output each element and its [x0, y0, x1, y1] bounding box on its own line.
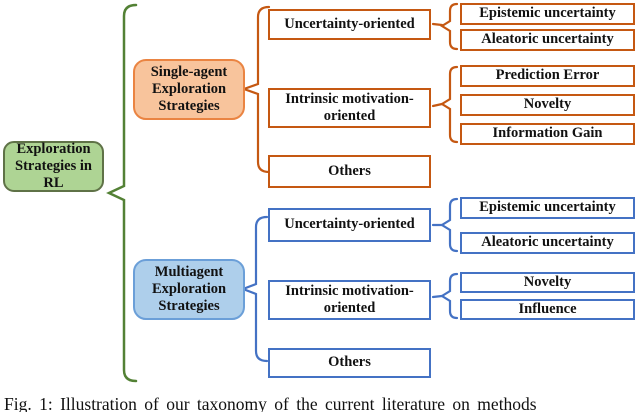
ma-leaf-aleatoric-uncertainty: Aleatoric uncertainty — [460, 232, 635, 254]
ma-uncertainty-oriented-node: Uncertainty-oriented — [268, 208, 431, 242]
ma-intrinsic-motivation-node: Intrinsic motivation-oriented — [268, 280, 431, 320]
ma-others-node: Others — [268, 348, 431, 378]
ma-leaf-novelty: Novelty — [460, 272, 635, 293]
single-agent-brace — [240, 5, 271, 174]
ma-leaf-influence: Influence — [460, 299, 635, 320]
sa-others-node: Others — [268, 155, 431, 188]
sa-intrinsic-leaf-brace — [439, 65, 459, 144]
root-node-exploration-strategies: Exploration Strategies in RL — [3, 141, 104, 192]
ma-uncertainty-leaf-brace — [439, 197, 459, 253]
figure-caption: Fig. 1: Illustration of our taxonomy of … — [4, 394, 537, 412]
ma-intrinsic-leaf-brace — [439, 272, 459, 320]
ma-leaf-epistemic-uncertainty: Epistemic uncertainty — [460, 197, 635, 219]
sa-leaf-epistemic-uncertainty: Epistemic uncertainty — [460, 3, 635, 25]
single-agent-node: Single-agent Exploration Strategies — [133, 59, 245, 120]
root-brace — [106, 3, 138, 383]
sa-leaf-information-gain: Information Gain — [460, 123, 635, 145]
sa-leaf-prediction-error: Prediction Error — [460, 65, 635, 87]
sa-uncertainty-oriented-node: Uncertainty-oriented — [268, 9, 431, 40]
sa-leaf-aleatoric-uncertainty: Aleatoric uncertainty — [460, 29, 635, 51]
multiagent-brace — [239, 215, 269, 363]
sa-uncertainty-leaf-brace — [439, 2, 459, 51]
multiagent-node: Multiagent Exploration Strategies — [133, 259, 245, 320]
sa-leaf-novelty: Novelty — [460, 94, 635, 116]
sa-uncertainty-connector — [431, 22, 444, 27]
sa-intrinsic-motivation-node: Intrinsic motivation-oriented — [268, 88, 431, 128]
